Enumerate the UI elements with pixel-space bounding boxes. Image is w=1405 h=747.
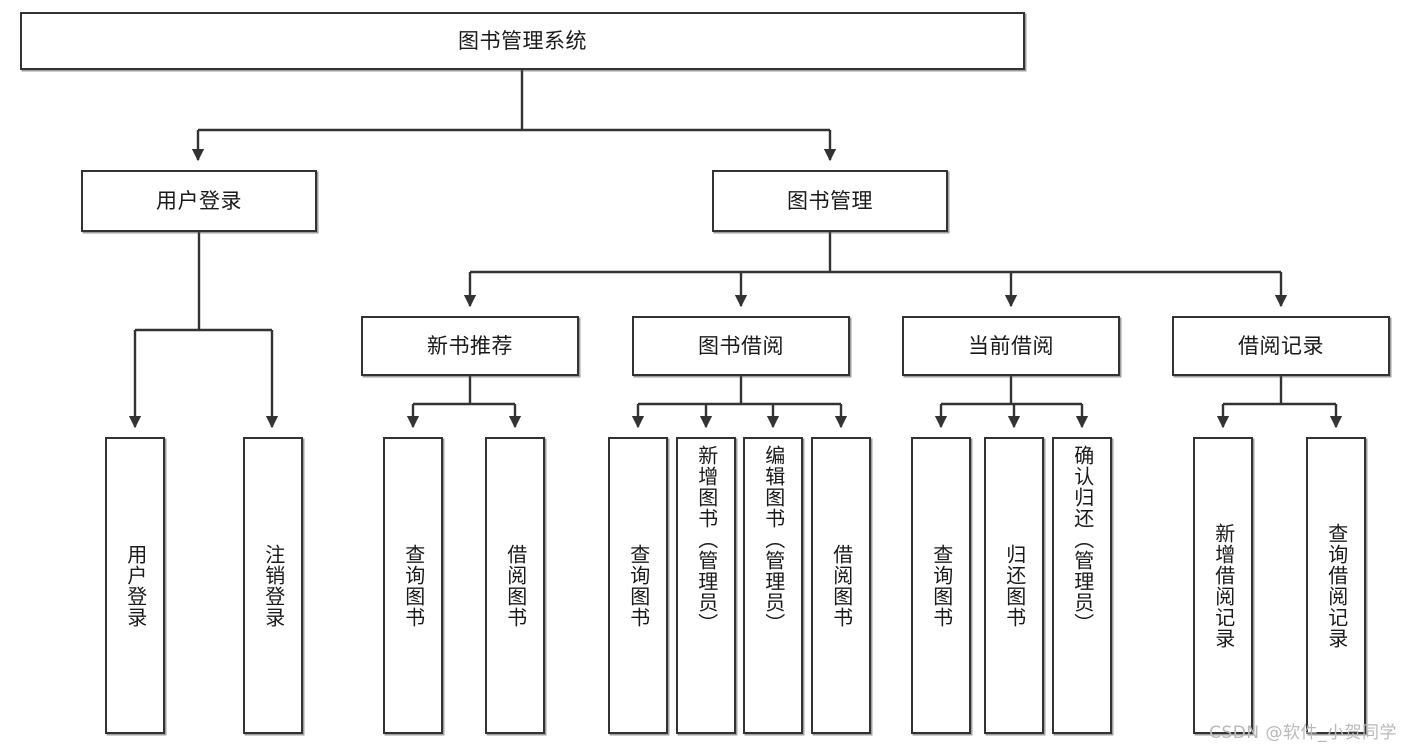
node-book-borrow-label: 图书借阅	[698, 333, 784, 358]
leaf-add-book-admin-label: 新增图书（管理员）	[694, 445, 719, 634]
leaf-query-book-recommend[interactable]: 查询图书	[383, 437, 443, 734]
leaf-query-book-current-label: 查询图书	[929, 543, 954, 628]
leaf-logout-label: 注销登录	[261, 543, 286, 628]
leaf-add-book-admin[interactable]: 新增图书（管理员）	[676, 437, 736, 734]
watermark: CSDN @软件_小贺同学	[1209, 723, 1397, 743]
leaf-user-login-label: 用户登录	[123, 543, 148, 628]
leaf-query-borrow-record[interactable]: 查询借阅记录	[1306, 437, 1366, 734]
node-book-management[interactable]: 图书管理	[712, 170, 948, 232]
node-borrow-records[interactable]: 借阅记录	[1172, 316, 1390, 376]
node-root[interactable]: 图书管理系统	[20, 12, 1025, 70]
node-current-borrow[interactable]: 当前借阅	[902, 316, 1120, 376]
node-user-login-label: 用户登录	[156, 188, 242, 213]
node-user-login[interactable]: 用户登录	[81, 170, 317, 232]
leaf-query-book-recommend-label: 查询图书	[401, 543, 426, 628]
leaf-logout[interactable]: 注销登录	[243, 437, 303, 734]
leaf-edit-book-admin-label: 编辑图书（管理员）	[761, 445, 786, 634]
node-borrow-records-label: 借阅记录	[1238, 333, 1324, 358]
leaf-query-book-borrow[interactable]: 查询图书	[608, 437, 668, 734]
leaf-confirm-return-admin-label: 确认归还（管理员）	[1070, 445, 1095, 634]
leaf-return-book[interactable]: 归还图书	[984, 437, 1044, 734]
leaf-query-book-current[interactable]: 查询图书	[911, 437, 971, 734]
node-current-borrow-label: 当前借阅	[968, 333, 1054, 358]
leaf-borrow-book-recommend[interactable]: 借阅图书	[485, 437, 545, 734]
leaf-user-login[interactable]: 用户登录	[105, 437, 165, 734]
leaf-confirm-return-admin[interactable]: 确认归还（管理员）	[1052, 437, 1112, 734]
leaf-borrow-book[interactable]: 借阅图书	[811, 437, 871, 734]
leaf-query-book-borrow-label: 查询图书	[626, 543, 651, 628]
node-new-book-recommend-label: 新书推荐	[427, 333, 513, 358]
leaf-return-book-label: 归还图书	[1002, 543, 1027, 628]
node-root-label: 图书管理系统	[458, 28, 587, 53]
leaf-edit-book-admin[interactable]: 编辑图书（管理员）	[743, 437, 803, 734]
leaf-query-borrow-record-label: 查询借阅记录	[1324, 522, 1349, 649]
node-new-book-recommend[interactable]: 新书推荐	[361, 316, 579, 376]
leaf-add-borrow-record-label: 新增借阅记录	[1211, 522, 1236, 649]
node-book-borrow[interactable]: 图书借阅	[632, 316, 850, 376]
node-book-management-label: 图书管理	[787, 188, 873, 213]
leaf-borrow-book-label: 借阅图书	[829, 543, 854, 628]
leaf-add-borrow-record[interactable]: 新增借阅记录	[1193, 437, 1253, 734]
leaf-borrow-book-recommend-label: 借阅图书	[503, 543, 528, 628]
